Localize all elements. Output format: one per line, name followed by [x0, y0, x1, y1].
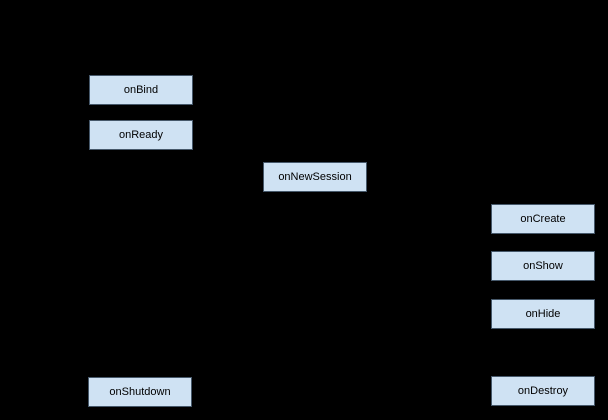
node-onnewsession: onNewSession [263, 162, 367, 192]
node-onshow: onShow [491, 251, 595, 281]
node-onbind: onBind [89, 75, 193, 105]
node-onshutdown: onShutdown [88, 377, 192, 407]
node-ondestroy: onDestroy [491, 376, 595, 406]
node-onhide: onHide [491, 299, 595, 329]
node-onready: onReady [89, 120, 193, 150]
node-oncreate: onCreate [491, 204, 595, 234]
